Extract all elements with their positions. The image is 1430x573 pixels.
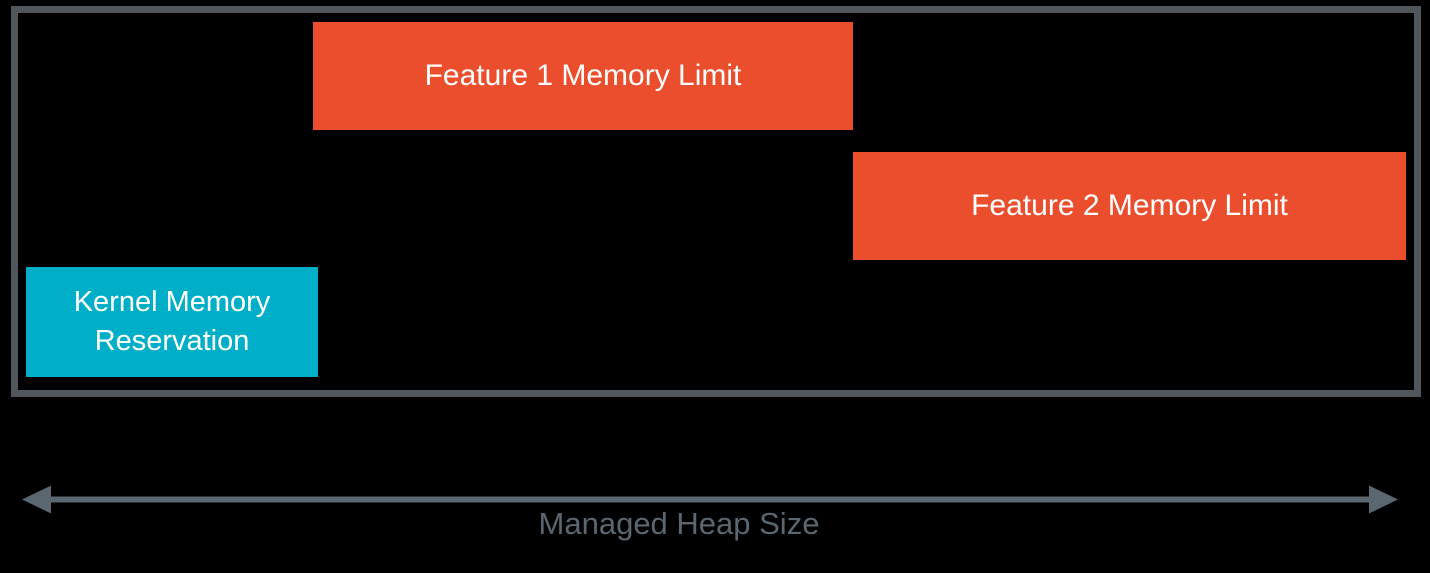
heap-size-arrow bbox=[22, 485, 1398, 514]
feature2-memory-limit-box: Feature 2 Memory Limit bbox=[853, 152, 1406, 260]
kernel-memory-reservation-box: Kernel Memory Reservation bbox=[26, 267, 318, 377]
managed-heap-size-label: Managed Heap Size bbox=[538, 506, 820, 541]
left-arrowhead-icon bbox=[22, 485, 51, 514]
managed-heap-container: Feature 1 Memory Limit Feature 2 Memory … bbox=[11, 6, 1421, 397]
feature2-memory-limit-label: Feature 2 Memory Limit bbox=[971, 189, 1288, 222]
feature1-memory-limit-label: Feature 1 Memory Limit bbox=[424, 59, 742, 92]
right-arrowhead-icon bbox=[1369, 485, 1398, 514]
kernel-memory-reservation-label: Kernel Memory Reservation bbox=[73, 285, 271, 357]
feature1-memory-limit-box: Feature 1 Memory Limit bbox=[313, 22, 853, 130]
